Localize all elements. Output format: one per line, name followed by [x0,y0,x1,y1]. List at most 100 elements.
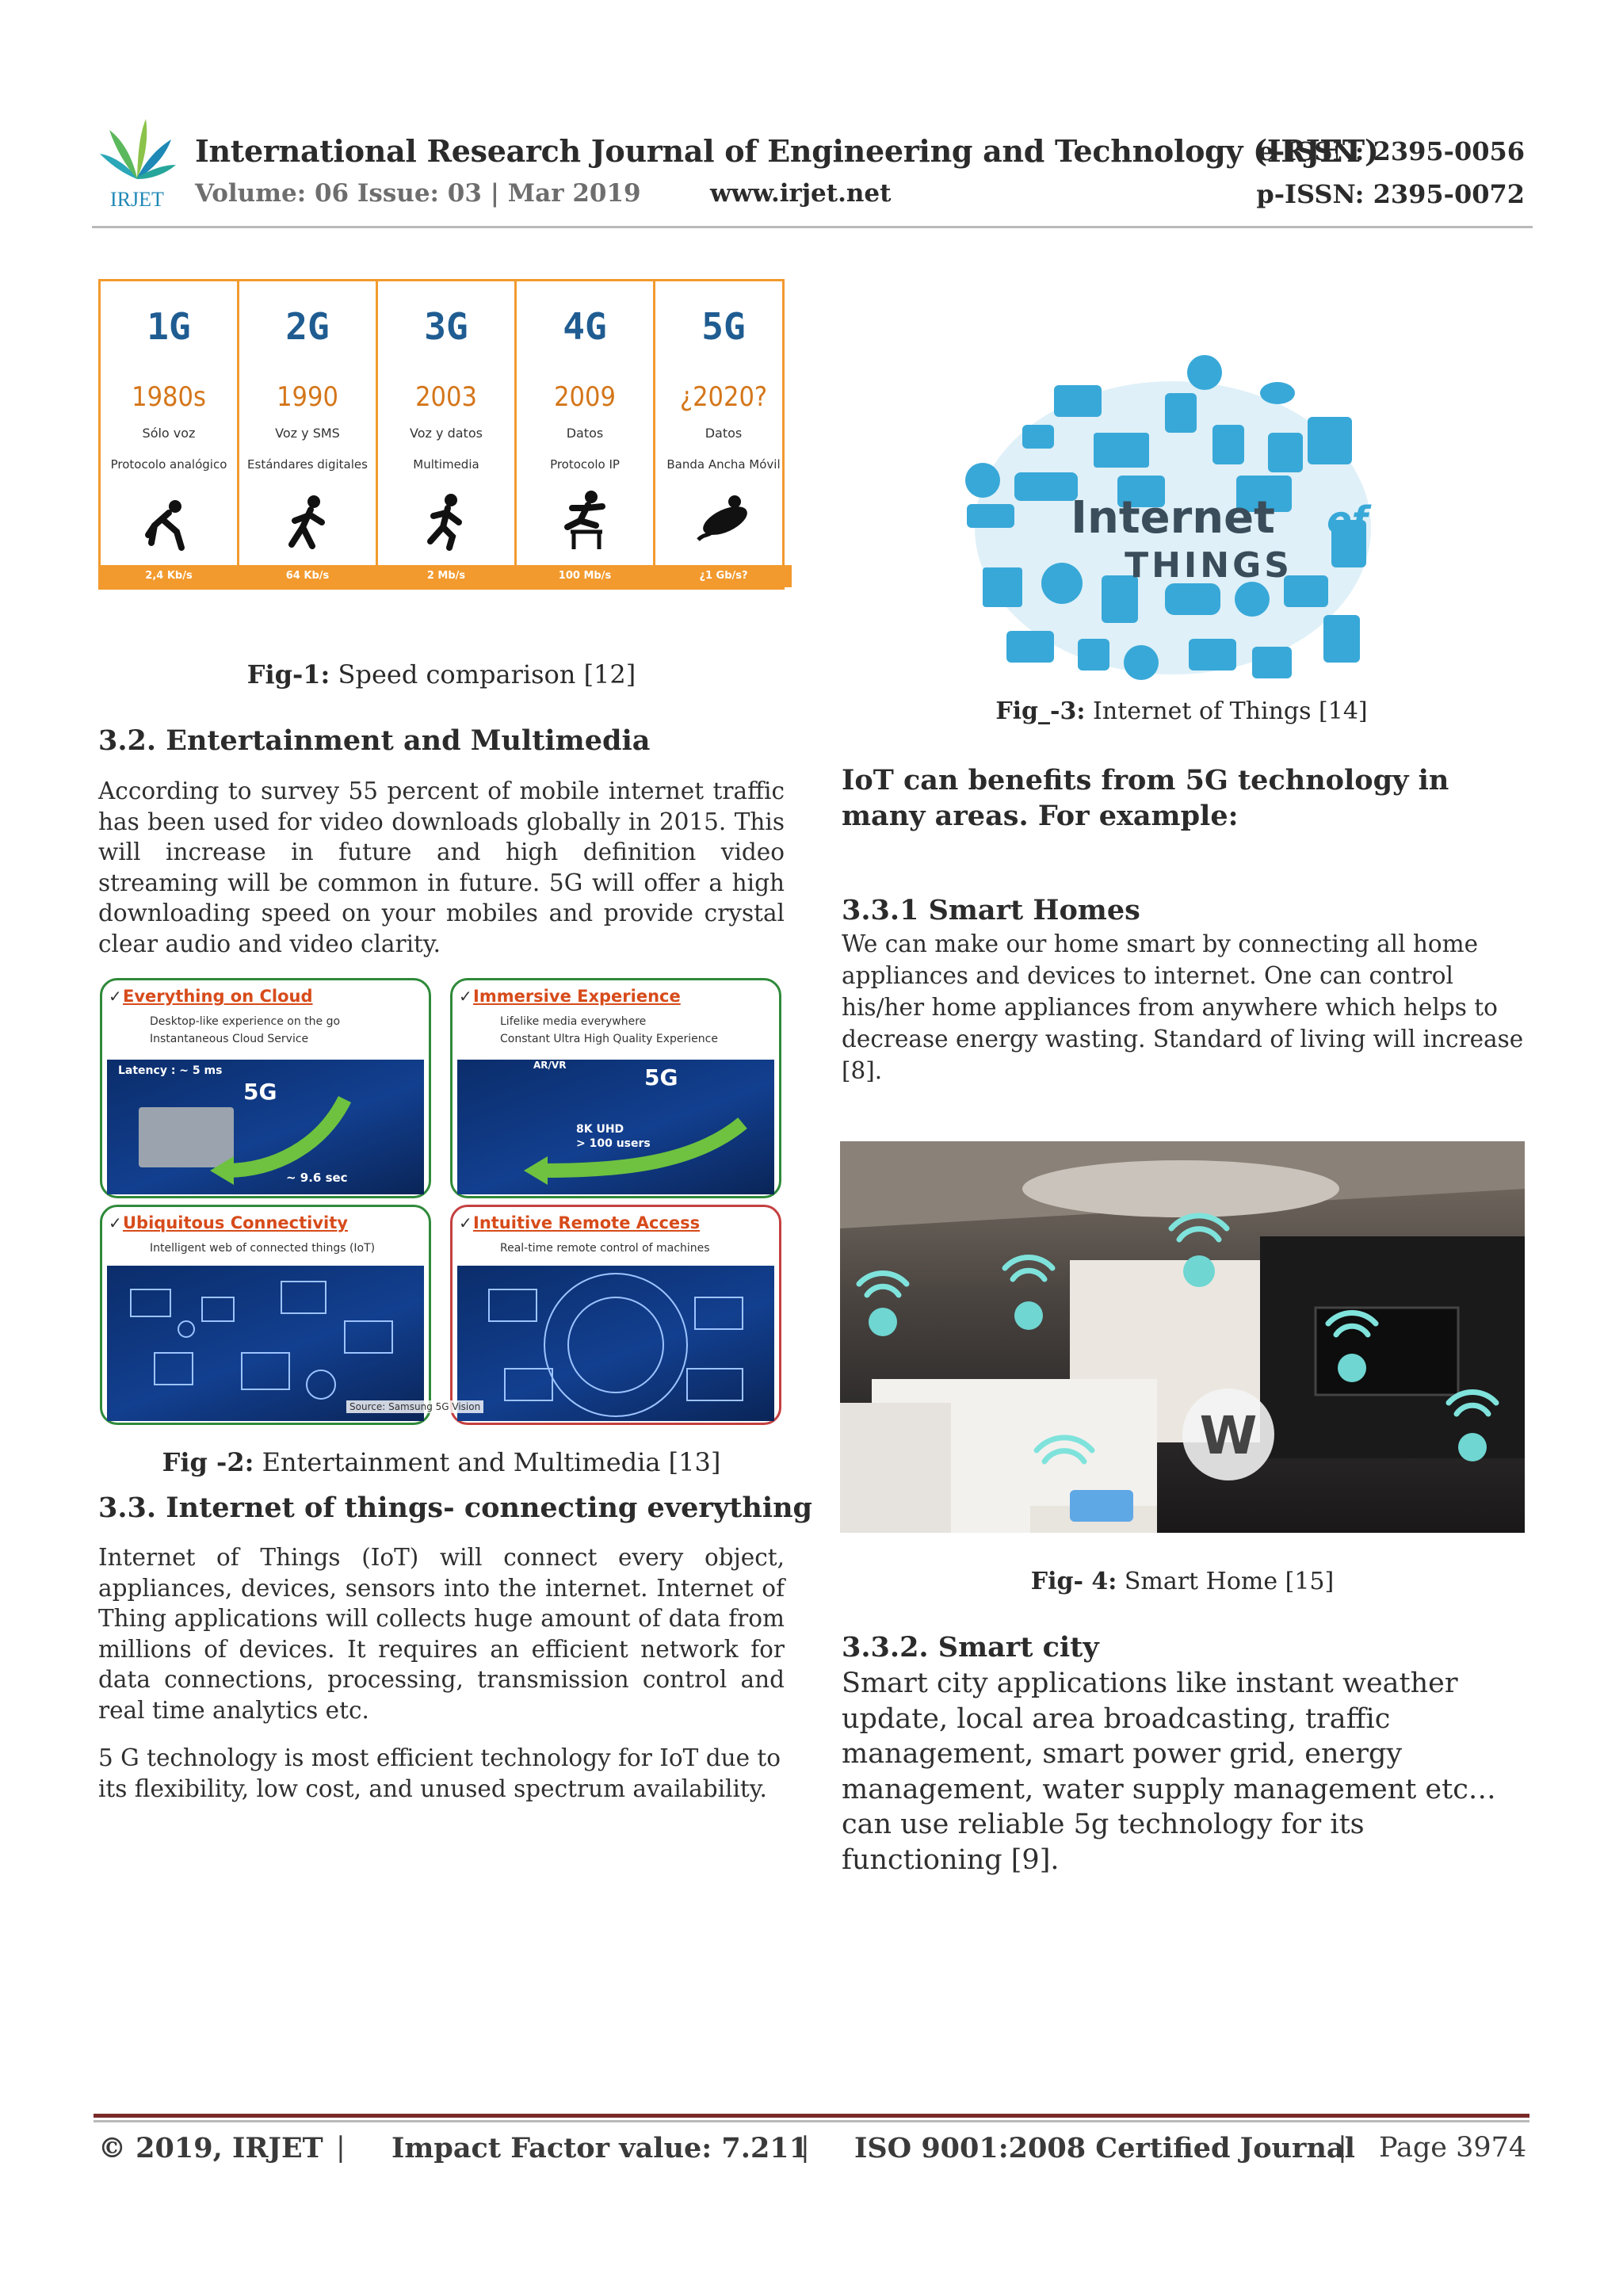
immersive-illustration: AR/VR 5G 8K UHD > 100 users [457,1060,774,1194]
gen-speed: 100 Mb/s [517,565,653,587]
gen-speed: 2,4 Kb/s [101,565,237,587]
caption-label: Fig_-3: [995,697,1086,725]
gen-year: 2003 [415,381,477,413]
source-label: Source: Samsung 5G Vision [346,1400,484,1413]
fiveg-label: 5G [243,1079,277,1105]
hurdler-icon [564,491,605,549]
panel-everything-on-cloud: ✓ Everything on Cloud Desktop-like exper… [100,978,431,1198]
jogging-person-icon [427,494,462,551]
gen-protocol: Protocolo IP [550,457,620,472]
panel-bullet: Desktop-like experience on the go [150,1015,341,1028]
fig1-speed-comparison: 1G 1980s Sólo voz Protocolo analógico 2,… [98,279,792,590]
divider [514,281,517,587]
caption-text: Entertainment and Multimedia [13] [254,1447,721,1477]
gen-label: 4G [563,305,607,348]
iot-devices-illustration [107,1266,424,1421]
footer-separator: | [1338,2132,1347,2164]
iot-word-internet: Internet [1071,492,1275,544]
gen-year: ¿2020? [679,381,768,413]
gen-label: 1G [147,305,191,348]
panel-intuitive-remote-access: ✓ Intuitive Remote Access Real-time remo… [346,1205,781,1425]
fig2-caption: Fig -2: Entertainment and Multimedia [13… [98,1447,785,1477]
fig1-caption: Fig-1: Speed comparison [12] [98,659,785,690]
journal-title: International Research Journal of Engine… [195,133,1379,169]
gen-year: 1980s [132,381,206,413]
gen-feature: Datos [566,426,604,441]
footer-copyright: © 2019, IRJET [98,2132,323,2164]
gen-speed: ¿1 Gb/s? [655,565,792,587]
footer-iso: ISO 9001:2008 Certified Journal [854,2132,1355,2164]
gen-speed: 64 Kb/s [239,565,376,587]
gen-label: 3G [424,305,468,348]
panel-bullet: Instantaneous Cloud Service [150,1033,309,1045]
fig4-smart-home: W [840,1141,1525,1533]
gen-4g-cell: 4G 2009 Datos Protocolo IP 100 Mb/s [517,281,653,587]
fig2-entertainment-multimedia: ✓ Everything on Cloud Desktop-like exper… [98,976,785,1427]
volume-issue: Volume: 06 Issue: 03 | Mar 2019 [195,179,641,208]
gen-label: 5G [701,305,746,348]
gen-protocol: Protocolo analógico [110,457,227,472]
footer-rule-dark [94,2114,1529,2118]
e-issn: e-ISSN: 2395-0056 [1258,136,1525,166]
section-3-2-paragraph: According to survey 55 percent of mobile… [98,777,785,957]
section-3-3-1-paragraph: We can make our home smart by connecting… [842,930,1524,1084]
gen-2g-cell: 2G 1990 Voz y SMS Estándares digitales 6… [239,281,376,587]
gen-protocol: Banda Ancha Móvil [666,457,781,472]
caption-text: Internet of Things [14] [1085,697,1368,725]
iot-benefits-heading: IoT can benefits from 5G technology in m… [842,764,1449,832]
gen-year: 2009 [554,381,616,413]
divider [653,281,655,587]
logo-text: IRJET [110,188,164,211]
footer-separator: | [800,2132,810,2164]
gen-protocol: Estándares digitales [247,457,368,472]
fig3-caption: Fig_-3: Internet of Things [14] [840,697,1523,725]
panel-bullet: Intelligent web of connected things (IoT… [150,1242,376,1255]
panel-title: Immersive Experience [473,987,681,1006]
fig4-caption: Fig- 4: Smart Home [15] [840,1568,1525,1595]
gen-speed: 2 Mb/s [378,565,514,587]
panel-title: Everything on Cloud [123,987,313,1006]
gen-feature: Voz y datos [410,426,483,441]
latency-label: Latency : ~ 5 ms [118,1064,223,1077]
panel-title: Ubiquitous Connectivity [123,1213,348,1232]
panel-bullet: Real-time remote control of machines [500,1242,710,1255]
laptop-icon [139,1107,234,1167]
gen-protocol: Multimedia [413,457,479,472]
gen-label: 2G [285,305,330,348]
header-divider [92,226,1533,228]
resolution-label: 8K UHD [576,1123,624,1136]
section-3-3-2-heading: 3.3.2. Smart city [842,1631,1099,1664]
cloud-illustration: Latency : ~ 5 ms 5G ~ 9.6 sec [107,1060,424,1194]
iot-word-things: THINGS [1125,545,1293,586]
walking-person-icon [288,495,325,549]
footer-rule-light [94,2120,1529,2122]
p-issn: p-ISSN: 2395-0072 [1256,179,1525,209]
iot-word-of: of [1327,499,1372,541]
check-icon: ✓ [109,987,122,1006]
gen-year: 1990 [277,381,338,413]
panel-bullet: Lifelike media everywhere [500,1015,647,1028]
arvr-label: AR/VR [533,1060,567,1071]
check-icon: ✓ [459,987,472,1006]
panel-title: Intuitive Remote Access [473,1213,701,1232]
remote-access-illustration: Source: Samsung 5G Vision [346,1266,774,1421]
fiveg-label: 5G [644,1064,678,1091]
smart-home-logo: W [1200,1405,1258,1466]
caption-text: Speed comparison [12] [330,659,636,690]
check-icon: ✓ [459,1213,472,1232]
panel-immersive-experience: ✓ Immersive Experience Lifelike media ev… [450,978,781,1198]
divider [237,281,239,587]
crawling-person-icon [145,500,185,551]
section-3-3-paragraph-2: 5 G technology is most efficient technol… [98,1744,781,1802]
section-3-3-1-heading: 3.3.1 Smart Homes [842,894,1140,926]
footer-separator: | [336,2132,346,2164]
section-3-3-heading: 3.3. Internet of things- connecting ever… [98,1492,813,1524]
panel-bullet: Constant Ultra High Quality Experience [500,1033,718,1045]
journal-website-link[interactable]: www.irjet.net [710,179,892,208]
gen-feature: Voz y SMS [275,426,340,441]
irjet-logo: IRJET [94,116,181,211]
gen-1g-cell: 1G 1980s Sólo voz Protocolo analógico 2,… [101,281,237,587]
section-3-3-2-paragraph: Smart city applications like instant wea… [842,1668,1496,1876]
caption-text: Smart Home [15] [1117,1568,1335,1595]
footer-page-number: Page 3974 [1379,2132,1527,2164]
